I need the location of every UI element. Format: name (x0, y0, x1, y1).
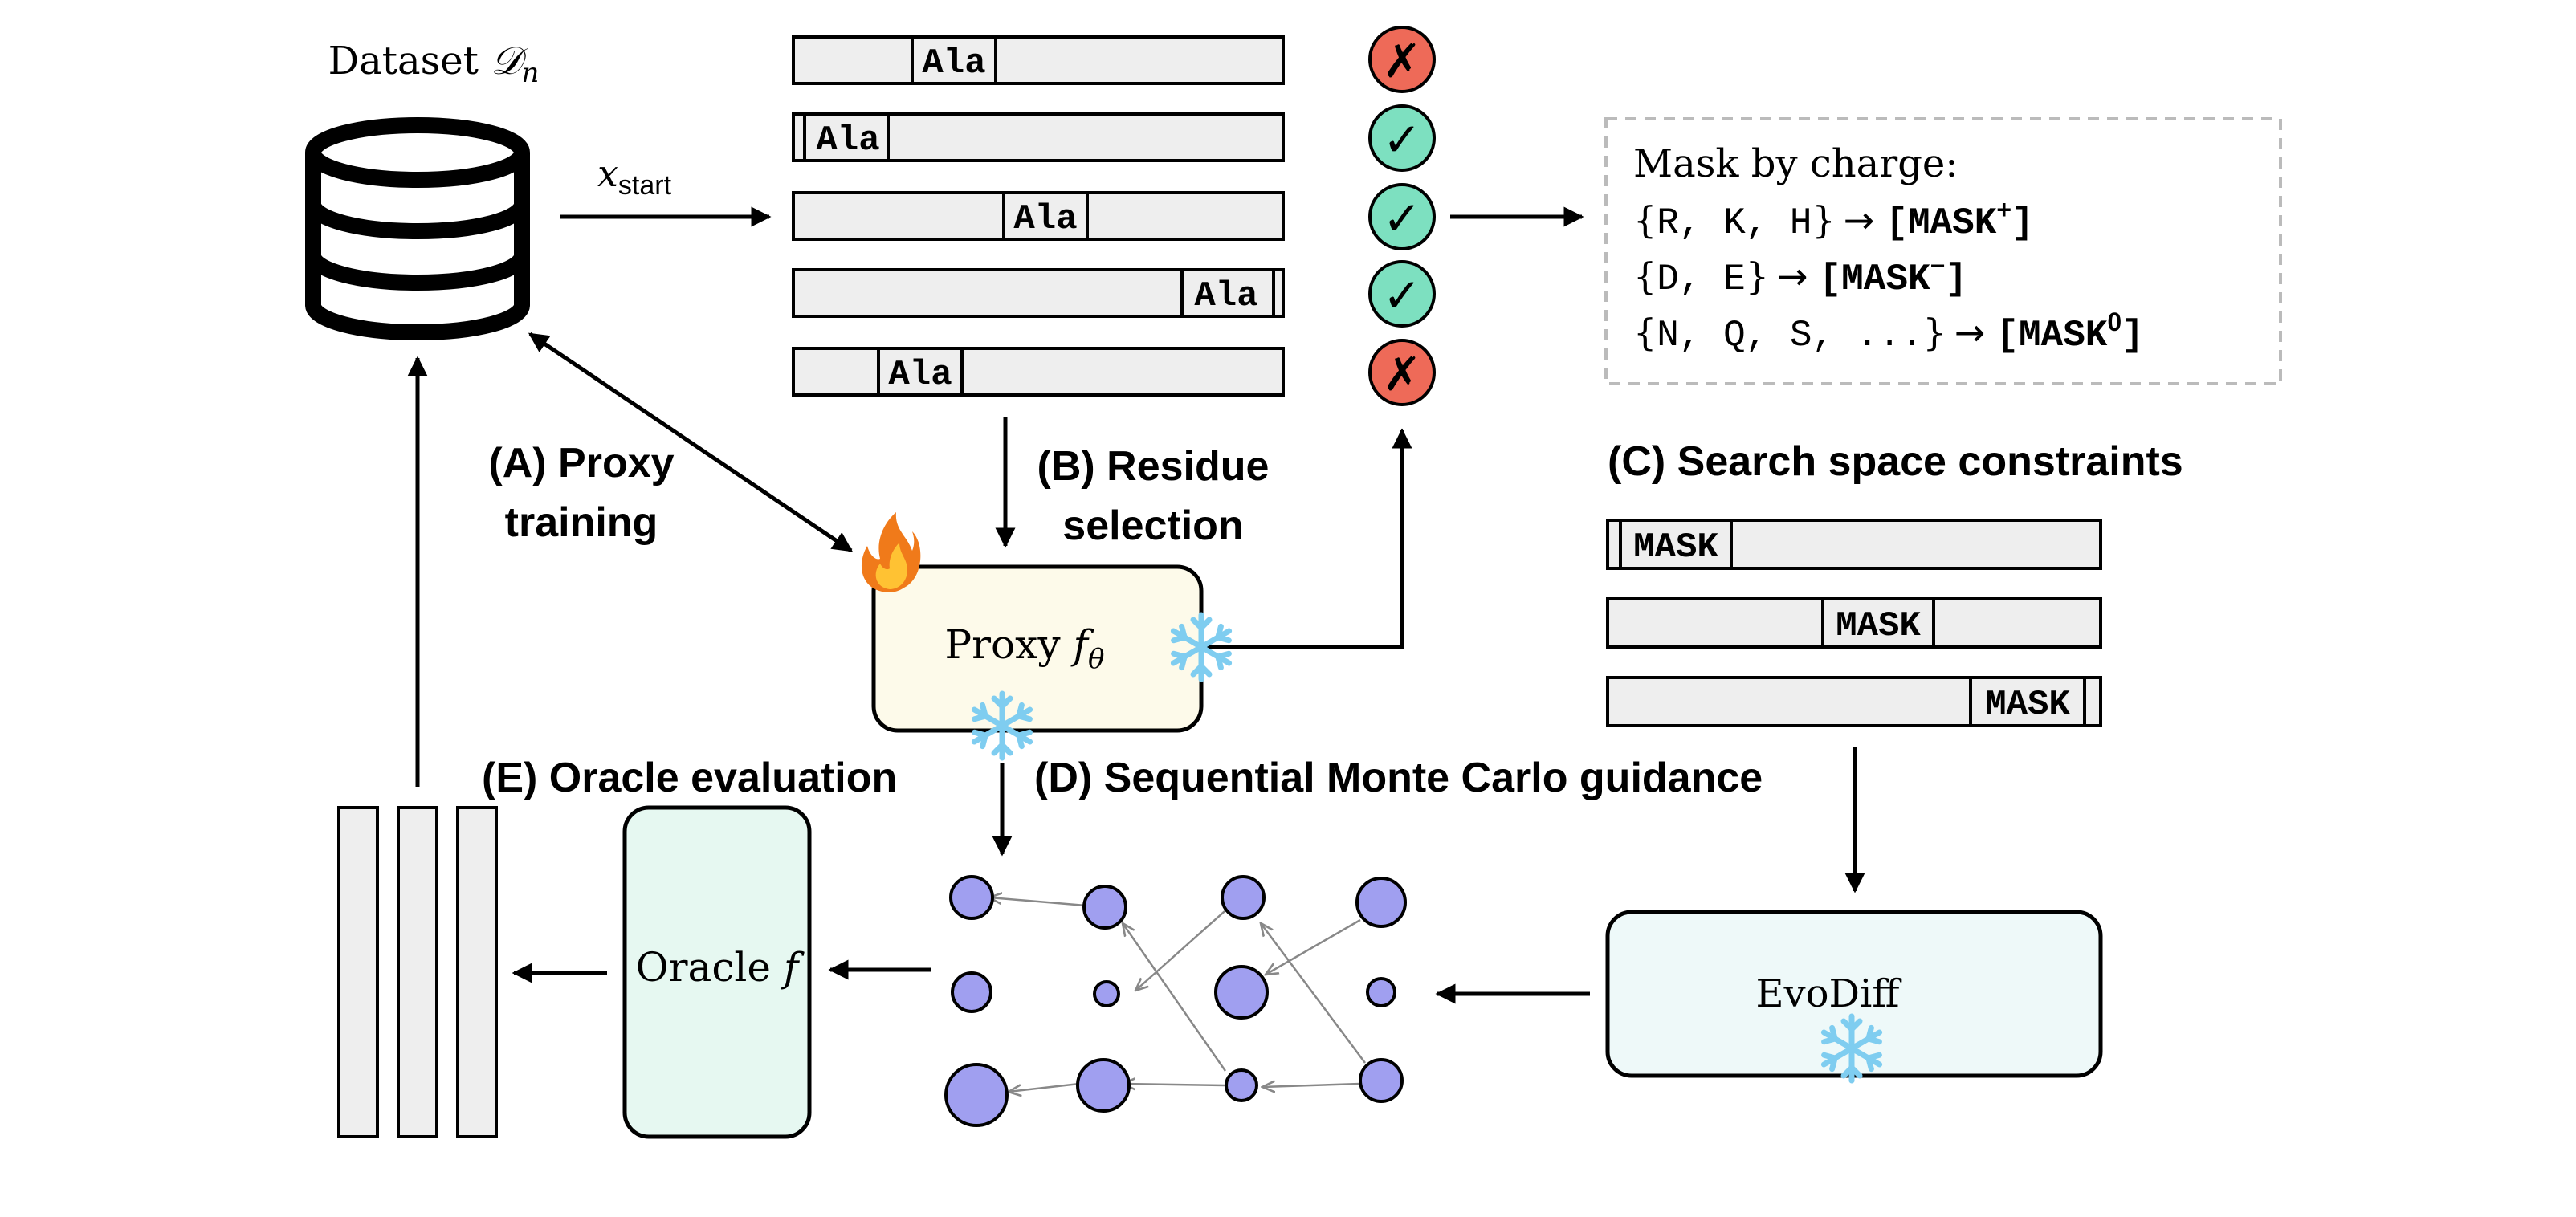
step-a-label: (A) Proxy training (488, 440, 674, 546)
mask-label: MASK (1633, 527, 1718, 568)
residue-label: Ala (816, 120, 879, 161)
svg-text:selection: selection (1062, 503, 1243, 549)
evaluated-sequence (337, 806, 379, 1138)
sequence-bar: Ala (792, 268, 1285, 318)
step-d-label: (D) Sequential Monte Carlo guidance (1034, 755, 1763, 801)
evodiff-model-box: EvoDiff (1605, 910, 2103, 1078)
particle-node (1082, 885, 1127, 930)
evaluated-sequences (337, 806, 498, 1138)
svg-text:✓: ✓ (1383, 191, 1422, 246)
step-c-label: (C) Search space constraints (1608, 438, 2183, 485)
svg-text:✗: ✗ (1383, 34, 1422, 88)
svg-text:(D) Sequential Monte Carlo gui: (D) Sequential Monte Carlo guidance (1034, 755, 1763, 801)
particle-node (951, 971, 992, 1013)
x-start-label: xstart (597, 152, 672, 201)
evodiff-label: EvoDiff (1756, 971, 1902, 1016)
dataset-label: Dataset 𝒟n (328, 39, 540, 89)
oracle-label: Oracle f (636, 944, 805, 991)
svg-text:training: training (505, 499, 658, 546)
oracle-box: Oracle f (622, 805, 812, 1139)
sequence-bar: Ala (792, 35, 1285, 85)
svg-text:(A) Proxy: (A) Proxy (488, 440, 674, 486)
particle-node (944, 1063, 1009, 1127)
svg-text:(E) Oracle evaluation: (E) Oracle evaluation (482, 755, 897, 801)
particle-node (1225, 1068, 1258, 1102)
particle-node (1214, 965, 1269, 1020)
cross-icon: ✗ (1368, 26, 1436, 93)
residue-label: Ala (1013, 199, 1077, 239)
masked-sequence-bar: MASK (1606, 597, 2102, 649)
mask-by-charge-box: Mask by charge: {R, K, H}→[MASK+] {D, E}… (1604, 117, 2282, 385)
check-icon: ✓ (1368, 183, 1436, 250)
smc-particle-graph (944, 875, 1407, 1127)
svg-text:xstart: xstart (597, 152, 672, 201)
svg-text:(C) Search space constraints: (C) Search space constraints (1608, 438, 2183, 485)
sequence-bar: Ala (792, 191, 1285, 241)
proxy-label: Proxy fθ (945, 621, 1105, 675)
particle-node (1355, 877, 1407, 928)
svg-text:✓: ✓ (1383, 268, 1422, 323)
residue-label: Ala (888, 355, 952, 395)
mask-rule-negative: {D, E}→[MASK−] (1633, 251, 1967, 300)
particle-node (1359, 1058, 1404, 1103)
masked-sequence-bar: MASK (1606, 676, 2102, 727)
database-icon (305, 117, 530, 340)
mask-label: MASK (1985, 685, 2070, 725)
mask-by-charge-title: Mask by charge: (1633, 141, 1958, 186)
mask-rule-positive: {R, K, H}→[MASK+] (1633, 195, 2034, 244)
sequence-bar: Ala (792, 112, 1285, 162)
mask-label: MASK (1836, 606, 1921, 646)
sequence-bar: Ala (792, 347, 1285, 397)
particle-node (1093, 980, 1120, 1007)
proxy-to-selection-arrow (1204, 428, 1412, 649)
svg-text:(B) Residue: (B) Residue (1037, 443, 1270, 490)
step-e-label: (E) Oracle evaluation (482, 755, 897, 801)
evaluated-sequence (397, 806, 438, 1138)
cross-icon: ✗ (1368, 339, 1436, 406)
particle-node (1076, 1058, 1131, 1113)
selection-results: ✗ ✓ ✓ ✓ ✗ (1368, 26, 1436, 406)
svg-text:Dataset 𝒟n: Dataset 𝒟n (328, 39, 540, 89)
proxy-training-arrow (528, 332, 854, 553)
svg-text:✗: ✗ (1383, 347, 1422, 401)
proxy-model-box: Proxy fθ (871, 564, 1204, 733)
particle-node (1366, 977, 1396, 1007)
mask-rule-neutral: {N, Q, S, ...}→[MASK0] (1633, 307, 2144, 356)
check-icon: ✓ (1368, 260, 1436, 328)
step-b-label: (B) Residue selection (1037, 443, 1270, 549)
particle-node (949, 875, 994, 920)
particle-node (1221, 875, 1266, 920)
check-icon: ✓ (1368, 104, 1436, 172)
svg-text:✓: ✓ (1383, 112, 1422, 167)
fire-icon (861, 512, 921, 592)
masked-sequence-list: MASK MASK MASK (1606, 519, 2102, 727)
residue-label: Ala (1194, 276, 1257, 316)
evaluated-sequence (456, 806, 498, 1138)
residue-sequence-list: Ala Ala Ala Ala Ala (792, 35, 1285, 397)
residue-label: Ala (922, 43, 985, 83)
masked-sequence-bar: MASK (1606, 519, 2102, 570)
